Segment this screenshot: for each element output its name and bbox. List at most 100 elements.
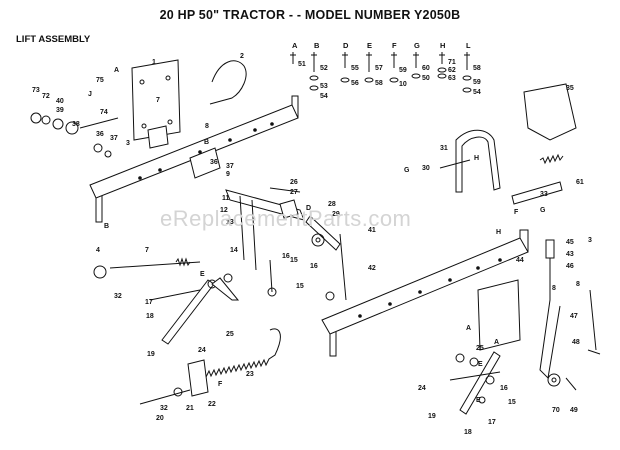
part-label: 51 [298,61,306,68]
part-label: 58 [375,80,383,87]
lift-rod [109,261,201,269]
lift-bracket-plate [131,59,181,141]
callout-13: 13 [226,219,234,226]
callout-16: 16 [282,253,290,260]
callout-18b: 18 [464,429,472,436]
watermark: eReplacementParts.com [160,206,412,231]
callout-36b: 36 [210,159,218,166]
callout-24b: 24 [418,385,426,392]
col-letter-g: G [414,41,420,50]
callout-30: 30 [422,165,430,172]
link-eye [267,287,277,297]
lift-assist-spring [199,328,281,379]
col-letter-h: H [440,41,445,50]
part-label: 60 [422,65,430,72]
callout-47: 47 [570,313,578,320]
spring-bracket [187,359,209,397]
callout-f2: F [514,209,519,216]
callout-8b: 8 [576,281,580,288]
lift-spring-clip [209,60,247,105]
mounting-bracket [147,125,169,149]
col-letter-d: D [343,41,349,50]
right-frame-rail [321,229,529,357]
clip-16 [325,291,335,301]
callout-74: 74 [100,109,108,116]
callout-18: 18 [146,313,154,320]
col-letter-f: F [392,41,397,50]
col-letter-b: B [314,41,320,50]
height-adjust-lever [539,239,601,391]
center-lift-linkage [225,187,341,271]
callout-j: J [88,91,92,98]
callout-19b: 19 [428,413,436,420]
callout-12: 12 [220,207,228,214]
callout-49: 49 [570,407,578,414]
callout-42: 42 [368,265,376,272]
callout-41: 41 [368,227,376,234]
part-label: 59 [473,79,481,86]
callout-e2: E [478,361,483,368]
part-label: 50 [422,75,430,82]
col-letter-l: L [466,41,471,50]
callout-9: 9 [226,171,230,178]
callout-a2: A [466,325,471,332]
callout-4: 4 [96,247,100,254]
callout-33: 33 [540,191,548,198]
callout-73: 73 [32,87,40,94]
callout-2: 2 [240,53,244,60]
callout-40: 40 [56,98,64,105]
callout-14: 14 [230,247,238,254]
part-label: 54 [473,89,481,96]
callout-b2: B [204,139,209,146]
callout-7b: 7 [145,247,149,254]
callout-e: E [200,271,205,278]
part-label: 57 [375,65,383,72]
callout-37b: 37 [226,163,234,170]
diagram-title: 20 HP 50" TRACTOR - - MODEL NUMBER Y2050… [159,8,461,22]
callout-3: 3 [126,140,130,147]
hardware-part-numbers: 51 52 53 54 55 56 57 58 59 10 60 50 71 6… [298,59,481,100]
lift-link-14 [269,259,273,293]
hardware-column-headers: A B D E F G H L [292,41,471,50]
bolt-20 [139,389,191,405]
callout-25: 25 [226,331,234,338]
callout-72: 72 [42,93,50,100]
col-letter-a: A [292,41,298,50]
callout-a3: A [494,339,499,346]
lift-shaft [511,181,563,205]
section-label: LIFT ASSEMBLY [16,34,91,45]
callout-17b: 17 [488,419,496,426]
callout-38: 38 [72,121,80,128]
callout-20: 20 [156,415,164,422]
callout-f: F [218,381,223,388]
callout-15b: 15 [296,283,304,290]
callout-39: 39 [56,107,64,114]
callout-27: 27 [290,189,298,196]
connecting-rod [339,233,347,301]
callout-37: 37 [110,135,118,142]
callout-31: 31 [440,145,448,152]
callout-46: 46 [566,263,574,270]
callout-8: 8 [205,123,209,130]
hardware-icons [290,52,472,93]
left-hardware-cluster [30,112,119,158]
callout-70: 70 [552,407,560,414]
callout-8c: 8 [552,285,556,292]
callout-25b: 25 [476,345,484,352]
callout-15c: 15 [508,399,516,406]
lower-lift-lever [449,351,501,415]
part-label: 71 [448,59,456,66]
part-label: 56 [351,80,359,87]
callout-75: 75 [96,77,104,84]
part-label: 55 [351,65,359,72]
col-letter-e: E [367,41,372,50]
callout-h: H [474,155,479,162]
callout-29: 29 [332,211,340,218]
callout-g: G [404,167,410,174]
callout-11: 11 [222,195,230,202]
rod-spring [175,257,191,267]
callout-45: 45 [566,239,574,246]
part-label: 10 [399,81,407,88]
callout-44: 44 [516,257,524,264]
callout-28: 28 [328,201,336,208]
